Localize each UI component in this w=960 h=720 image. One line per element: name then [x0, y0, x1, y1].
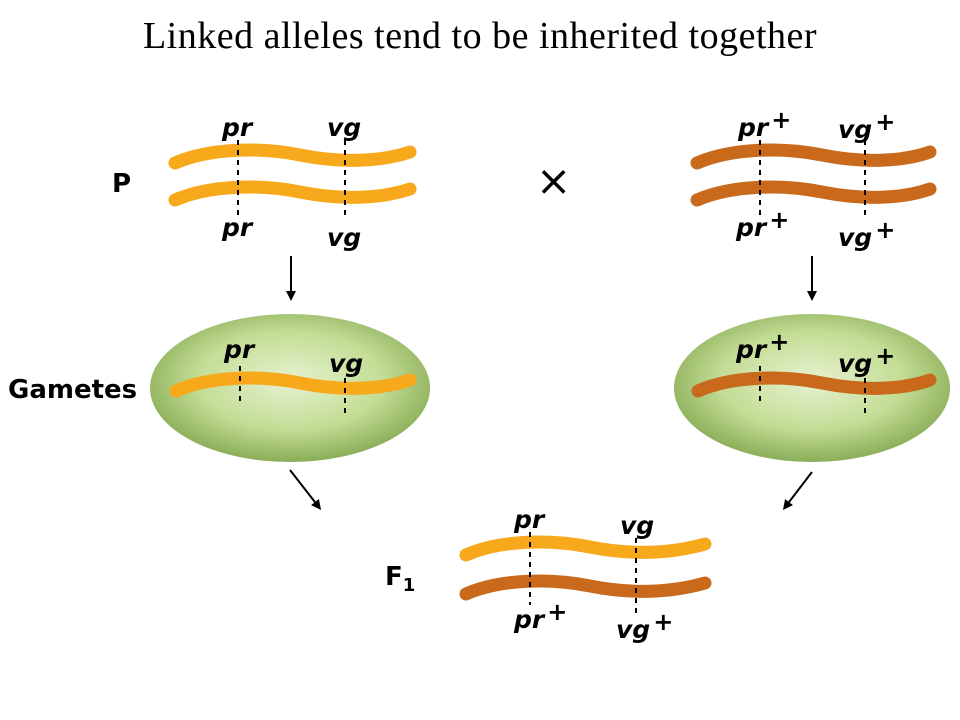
parent-wildtype-pr-bottom: pr+: [735, 206, 789, 242]
parent-mutant-chromosomes: pr vg pr vg: [168, 113, 417, 252]
parent-mutant-vg-top: vg: [327, 113, 361, 142]
f1-label-subscript: 1: [403, 575, 416, 596]
parent-mutant-chromosome-bottom: [168, 180, 417, 207]
allele-plus: +: [875, 216, 895, 244]
allele-plus: +: [653, 608, 673, 636]
page-title: Linked alleles tend to be inherited toge…: [142, 15, 818, 57]
parent-mutant-pr-bottom: pr: [221, 213, 254, 242]
f1-label: F1: [385, 562, 415, 596]
f1-vg-bottom: vg+: [616, 608, 673, 644]
gamete-mutant-vg: vg: [329, 349, 363, 378]
allele-name: vg: [616, 615, 650, 644]
f1-label-base: F: [385, 562, 403, 592]
allele-plus: +: [769, 328, 789, 356]
allele-name: pr: [735, 213, 768, 242]
gamete-mutant: pr vg: [150, 314, 430, 462]
allele-name: pr: [737, 113, 770, 142]
f1-vg-top: vg: [620, 511, 654, 540]
parent-mutant-vg-bottom: vg: [327, 223, 361, 252]
parent-wildtype-pr-top: pr+: [737, 106, 791, 142]
gamete-wildtype: pr+ vg+: [674, 314, 950, 462]
allele-plus: +: [771, 106, 791, 134]
parental-label: P: [112, 169, 131, 199]
f1-pr-top: pr: [513, 505, 546, 534]
gamete-mutant-cell: [150, 314, 430, 462]
f1-pr-bottom: pr+: [513, 598, 567, 634]
parent-wildtype-chromosome-top: [690, 143, 937, 170]
allele-plus: +: [875, 108, 895, 136]
allele-name: pr: [735, 335, 768, 364]
gamete-wildtype-cell: [674, 314, 950, 462]
parent-mutant-chromosome-top: [168, 143, 417, 170]
allele-plus: +: [769, 206, 789, 234]
allele-name: pr: [513, 605, 546, 634]
allele-name: vg: [838, 223, 872, 252]
arrow-gamete-mutant-to-f1: [289, 469, 322, 510]
arrow-gamete-wildtype-to-f1: [782, 471, 813, 510]
parent-wildtype-chromosomes: pr+ vg+ pr+ vg+: [690, 106, 937, 252]
parent-wildtype-chromosome-bottom: [690, 180, 937, 207]
f1-chromosome-mutant: [459, 535, 712, 562]
parent-mutant-pr-top: pr: [221, 113, 254, 142]
cross-symbol: ×: [536, 156, 571, 205]
parent-wildtype-vg-bottom: vg+: [838, 216, 895, 252]
allele-name: vg: [838, 349, 872, 378]
gamete-wildtype-chromosome: [691, 371, 937, 398]
gamete-wildtype-pr: pr+: [735, 328, 789, 364]
gametes-label: Gametes: [8, 375, 137, 405]
allele-name: vg: [838, 115, 872, 144]
allele-plus: +: [547, 598, 567, 626]
f1-chromosome-wildtype: [459, 574, 712, 601]
parent-wildtype-vg-top: vg+: [838, 108, 895, 144]
gamete-mutant-chromosome: [169, 371, 417, 398]
f1-chromosomes: pr vg pr+ vg+: [459, 505, 712, 644]
gamete-wildtype-vg: vg+: [838, 342, 895, 378]
allele-plus: +: [875, 342, 895, 370]
gamete-mutant-pr: pr: [223, 335, 256, 364]
